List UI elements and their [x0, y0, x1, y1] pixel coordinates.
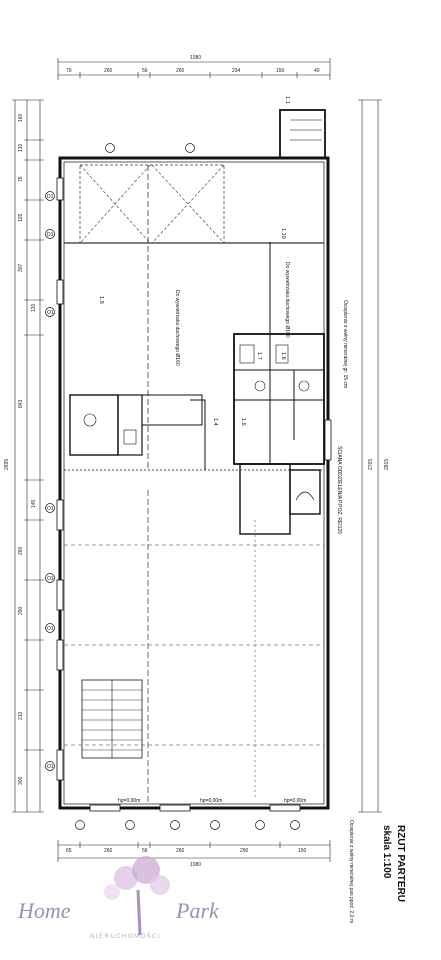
left-dim-6: 843 [18, 399, 24, 408]
left-dim-9: 290 [18, 606, 24, 615]
note-ventilation: Ocieplenie z wełny mineralnej gr. 15 cm [342, 300, 348, 388]
left-dim-0: 160 [18, 113, 24, 122]
note-outflow-2: Do wywietrzaka dachowego Ø160 [284, 262, 290, 338]
left-dimension-lines [12, 99, 44, 813]
brand-name-right: Park [175, 898, 220, 923]
room-label-1-9: 1.9 [98, 296, 104, 304]
top-dim-5: 150 [276, 68, 285, 74]
right-dim-b: 2815 [384, 459, 390, 470]
upper-hall [64, 164, 324, 470]
tag-o1-0: O1 [47, 310, 54, 316]
bottom-dim-3: 260 [176, 848, 185, 854]
top-dim-1: 260 [104, 68, 113, 74]
left-dim-1: 130 [18, 143, 24, 152]
left-dim-10: 210 [18, 711, 24, 720]
tag-o1-1: O1 [47, 506, 54, 512]
right-dim-a: 2765 [368, 459, 374, 470]
top-dim-2: 56 [142, 68, 148, 74]
left-dim-8: 260 [18, 546, 24, 555]
top-dim-0: 70 [66, 68, 72, 74]
left-overall-dim: 2695 [4, 459, 10, 470]
tag-d1-0: D1 [47, 194, 54, 200]
left-dim-11: 300 [18, 776, 24, 785]
openings [56, 177, 332, 812]
level-mark-0: hp=0,00m [118, 798, 140, 804]
level-mark-2: hp=0,00m [284, 798, 306, 804]
tag-o1-2: O1 [47, 576, 54, 582]
brand-name-left: Home [17, 898, 71, 923]
note-fire-wall: ŚCIANA ODDZIELENIA P.POŻ. REI120 [336, 446, 344, 534]
left-dim-7: 145 [31, 499, 37, 508]
top-dim-4: 234 [232, 68, 241, 74]
logo-tree [104, 856, 170, 936]
left-dim-2: 75 [18, 176, 24, 182]
room-label-1-4: 1.4 [212, 418, 218, 426]
bottom-dim-2: 56 [142, 848, 148, 854]
top-dim-6: 40 [314, 68, 320, 74]
tag-circles [45, 143, 300, 830]
brand-sub: NIERUCHOMOŚCI [90, 932, 161, 940]
tag-o1-4: O1 [47, 764, 54, 770]
left-dim-4: 307 [18, 263, 24, 272]
tag-o1-3: O1 [47, 626, 54, 632]
bottom-overall-dim: 1080 [190, 862, 201, 868]
left-dim-5: 120 [31, 303, 37, 312]
top-dimension-lines [57, 58, 331, 80]
note-outflow-1: Do wywietrzaka dachowego Ø160 [174, 290, 180, 366]
top-dim-3: 260 [176, 68, 185, 74]
bottom-dim-0: 65 [66, 848, 72, 854]
bottom-dimension-lines [57, 840, 331, 862]
core-rooms [233, 242, 325, 535]
room-label-1-10: 1.10 [280, 228, 286, 239]
bottom-dim-4: 290 [240, 848, 249, 854]
building-walls [58, 109, 330, 810]
bottom-dim-5: 150 [298, 848, 307, 854]
drawing-title: RZUT PARTERU [395, 825, 406, 902]
room-label-1-7: 1.7 [256, 352, 262, 360]
note-bottom: Ocieplenie z wełny mineralnej pas ppoż. … [348, 820, 354, 923]
room-label-1-1: 1.1 [284, 96, 290, 104]
left-dim-3: 125 [18, 213, 24, 222]
top-overall-dim: 1080 [190, 55, 201, 61]
drawing-scale: skala 1:100 [381, 825, 392, 879]
tag-d1-1: D1 [47, 232, 54, 238]
level-mark-1: hp=0,00m [200, 798, 222, 804]
room-label-1-5: 1.5 [240, 418, 246, 426]
lower-hall [64, 490, 324, 805]
right-dimension-lines [358, 99, 382, 813]
bottom-dim-1: 260 [104, 848, 113, 854]
room-label-1-6: 1.6 [280, 352, 286, 360]
left-service [64, 394, 324, 471]
